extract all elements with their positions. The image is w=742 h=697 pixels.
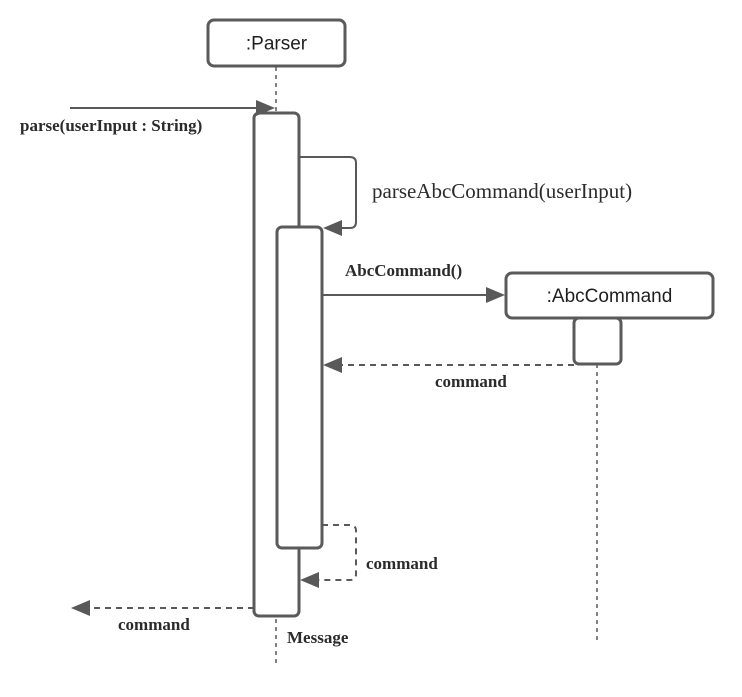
return-self-arrow — [300, 524, 357, 588]
self-call-arrow — [299, 156, 357, 236]
abc-activation — [572, 316, 623, 366]
message-footer-label: Message — [287, 628, 349, 647]
create-arrow — [322, 287, 505, 303]
return-self-label: command — [366, 554, 438, 573]
abc-object-label: :AbcCommand — [547, 286, 673, 307]
parse-call-arrow — [70, 100, 275, 116]
parser-object-box — [206, 18, 347, 68]
create-label: AbcCommand() — [345, 261, 462, 280]
return-out-arrow — [71, 600, 254, 616]
return-abc-label: command — [435, 372, 507, 391]
return-out-label: command — [118, 615, 190, 634]
parser-activation-inner — [275, 225, 324, 550]
parser-object-label: :Parser — [246, 34, 308, 55]
parse-call-label: parse(userInput : String) — [20, 116, 202, 135]
return-abc-arrow — [323, 357, 574, 373]
self-call-label: parseAbcCommand(userInput) — [372, 179, 632, 203]
